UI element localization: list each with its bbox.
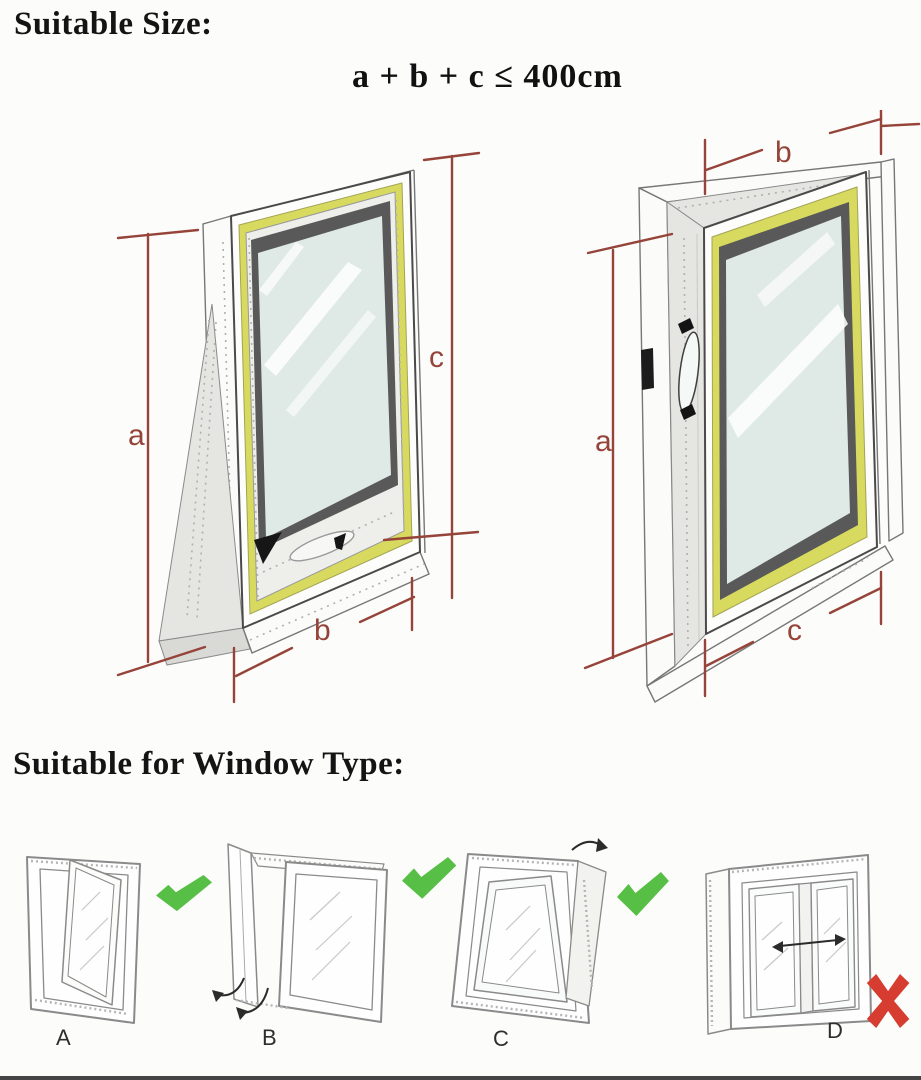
window-type-d-label: D: [827, 1018, 843, 1043]
tilt-window-illustration: [158, 169, 430, 666]
dim-c-bottom-tick: [382, 530, 480, 542]
pane-right-glass: [816, 885, 850, 1005]
check-icon-b: [402, 857, 457, 899]
side-zipper-dots: [683, 237, 689, 647]
dim-a-bottom-tick: [116, 645, 207, 677]
window-type-a-label: A: [56, 1025, 71, 1050]
frame-right-member: [880, 158, 904, 542]
cross-icon-d: [866, 974, 910, 1028]
window-handle: [641, 348, 654, 390]
glass-hatch: [505, 905, 541, 983]
cloth-dots-right: [395, 199, 405, 529]
sill-hatch: [34, 998, 129, 1016]
check-icon-a: [156, 875, 213, 912]
zipper-dots-left-2: [196, 321, 217, 620]
sill-hatch: [235, 998, 289, 1010]
fabric-fold-line: [696, 233, 700, 641]
glass-reflections: [259, 242, 376, 417]
zipper-pull-bottom: [680, 404, 696, 420]
window-type-b: B: [212, 843, 457, 1050]
glass-pane: [726, 216, 850, 584]
window-type-c-label: C: [493, 1026, 509, 1051]
fixed-frame-right-edge: [413, 169, 426, 554]
frame-inner-right-edge: [868, 169, 881, 545]
casement-window-illustration: [638, 158, 904, 703]
dim-a-bottom-tick: [583, 632, 674, 670]
dim-b-right-slash: [358, 595, 416, 624]
frame-glass: [289, 873, 378, 1011]
tilt-flap: [565, 860, 607, 1007]
sill-zipper-dots: [262, 511, 395, 573]
glass-hatch: [79, 891, 109, 971]
bottom-divider: [0, 1076, 921, 1080]
sash-edge-line: [239, 849, 247, 1003]
dim-b-right-slash: [828, 117, 883, 135]
sash-glass: [67, 867, 115, 998]
depth-hatch: [708, 879, 714, 1027]
dimension-label-b-left: b: [314, 614, 331, 647]
top-zipper-dots: [677, 181, 847, 209]
dim-b-edge-line: [879, 122, 921, 128]
dim-b-left-slash: [234, 646, 294, 678]
window-type-c: C: [451, 838, 669, 1051]
zipper-dots-left: [186, 319, 210, 619]
suitable-size-heading: Suitable Size:: [14, 6, 213, 42]
arrowhead-right: [835, 934, 846, 946]
size-diagram: a c b: [116, 110, 921, 704]
window-type-heading: Suitable for Window Type:: [13, 746, 405, 782]
zipper-pull: [254, 532, 282, 564]
flap-hatch: [582, 879, 594, 991]
dim-a-top-tick: [586, 232, 674, 255]
check-icon-c: [617, 872, 669, 916]
arrowhead-1: [212, 990, 224, 1002]
window-type-a: A: [26, 856, 213, 1050]
sill-hatch: [455, 1000, 586, 1020]
arrowhead-2: [236, 1007, 248, 1020]
dim-a-top-tick: [116, 228, 200, 240]
dimension-label-a-left: a: [128, 419, 145, 452]
dimension-label-c-right: c: [787, 614, 802, 647]
window-types-diagram: A B: [26, 838, 910, 1051]
top-hatch: [471, 856, 576, 867]
frame-depth-band: [705, 868, 732, 1035]
sash-glass: [481, 884, 560, 994]
dimension-label-a-right: a: [595, 425, 612, 458]
dimensions-right-window: b a c: [583, 110, 921, 698]
dimension-label-b-right: b: [775, 136, 792, 169]
size-constraint-formula: a + b + c ≤ 400cm: [352, 58, 623, 95]
dimension-label-c-left: c: [429, 341, 444, 374]
pane-left-glass: [754, 891, 796, 1011]
dimensions-left-window: a c b: [116, 151, 481, 704]
zipper-pull-top: [678, 318, 694, 334]
glass-hatch: [309, 891, 353, 981]
window-type-d: D: [705, 854, 910, 1043]
window-type-b-label: B: [262, 1025, 277, 1050]
glass-reflections: [728, 232, 848, 438]
glass-hatch: [761, 917, 847, 971]
zipper-slider: [334, 533, 346, 550]
arrowhead: [596, 838, 608, 852]
frame-bottom-member: [646, 545, 894, 703]
arrowhead-left: [772, 941, 783, 953]
slide-arrow: [779, 939, 839, 947]
dim-c-right-slash: [828, 586, 883, 615]
dim-c-left-slash: [704, 640, 755, 668]
dim-b-left-slash: [704, 148, 764, 172]
